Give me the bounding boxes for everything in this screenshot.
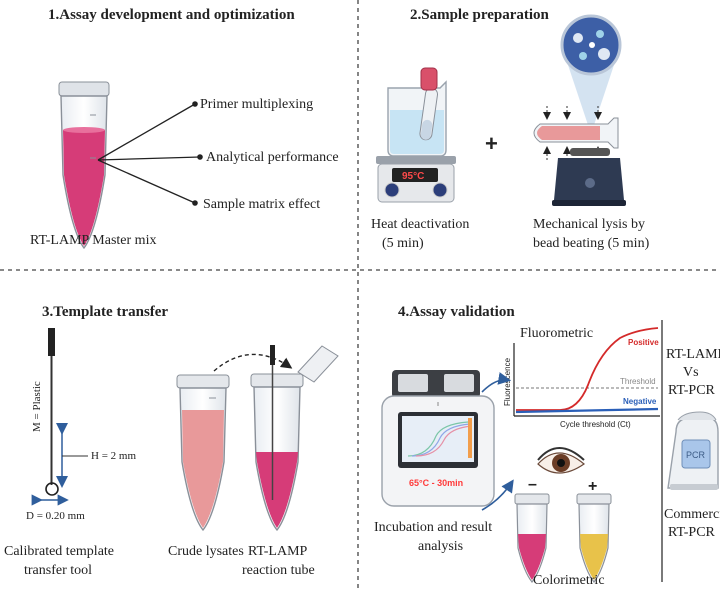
commercial-label-line2: RT-PCR xyxy=(668,525,716,540)
branch-lines xyxy=(97,103,201,204)
positive-curve xyxy=(516,327,659,411)
instrument-display-text: 65°C - 30min xyxy=(409,478,463,488)
compare-vs: Vs xyxy=(683,365,699,380)
mech-label-line2: bead beating (5 min) xyxy=(533,236,650,251)
heat-label-line1: Heat deactivation xyxy=(371,217,469,232)
diameter-label: D = 0.20 mm xyxy=(26,510,85,522)
mech-label-line1: Mechanical lysis by xyxy=(533,217,645,232)
master-mix-tube xyxy=(58,81,110,250)
fluorescence-plot xyxy=(513,327,660,417)
panel3-title: 3.Template transfer xyxy=(42,304,168,320)
compare-rtpcr: RT-PCR xyxy=(668,383,716,398)
incubation-label-line1: Incubation and result xyxy=(374,520,492,535)
panel-assay-validation: 4.Assay validation Fluorometric Fluoresc… xyxy=(374,304,720,588)
fluorometric-title: Fluorometric xyxy=(520,326,593,341)
eye-illustration xyxy=(537,447,585,474)
negative-color-tube xyxy=(514,493,550,583)
transfer-tool xyxy=(31,328,88,506)
item-sample-matrix-effect: Sample matrix effect xyxy=(203,197,320,212)
item-primer-multiplexing: Primer multiplexing xyxy=(200,97,313,112)
commercial-label-line1: Commercial xyxy=(664,507,720,522)
panel-sample-preparation: 2.Sample preparation 95°C + xyxy=(371,7,650,251)
y-axis-label: Fluorescence xyxy=(503,357,512,406)
panel4-title: 4.Assay validation xyxy=(398,304,515,320)
pcr-screen-text: PCR xyxy=(686,450,706,460)
incubator-instrument xyxy=(381,370,495,507)
negative-label: Negative xyxy=(623,397,657,406)
crude-lysate-tube xyxy=(176,374,230,532)
reaction-tube-label-line2: reaction tube xyxy=(242,563,315,578)
pcr-machine xyxy=(667,411,719,490)
tool-label-line2: transfer tool xyxy=(24,563,92,578)
reaction-tube xyxy=(250,345,339,532)
crude-lysates-label: Crude lysates xyxy=(168,544,244,559)
branch-dot xyxy=(192,101,198,107)
material-label: M = Plastic xyxy=(31,381,43,432)
plus-sign: + xyxy=(485,131,498,156)
reaction-tube-label-line1: RT-LAMP xyxy=(248,544,308,559)
branch-dot xyxy=(197,154,203,160)
positive-sign: + xyxy=(588,478,597,495)
panel1-title: 1.Assay development and optimization xyxy=(48,7,295,23)
panel-template-transfer: 3.Template transfer M = Plastic H = 2 mm… xyxy=(4,304,339,578)
tool-label-line1: Calibrated template xyxy=(4,544,114,559)
arrow-to-plot xyxy=(481,372,512,393)
arrow-to-tubes xyxy=(481,479,514,511)
branch-dot xyxy=(192,200,198,206)
incubation-label-line2: analysis xyxy=(418,539,463,554)
compare-rtlamp: RT-LAMP xyxy=(666,347,720,362)
item-analytical-performance: Analytical performance xyxy=(206,150,339,165)
heat-block-illustration xyxy=(376,67,456,203)
temperature-display: 95°C xyxy=(402,171,424,182)
negative-curve xyxy=(515,407,659,414)
transfer-arrow xyxy=(213,353,293,372)
x-axis-label: Cycle threshold (Ct) xyxy=(560,420,631,429)
colorimetric-label: Colorimetric xyxy=(533,573,605,588)
heat-label-line2: (5 min) xyxy=(382,236,424,251)
negative-sign: – xyxy=(528,476,537,493)
positive-color-tube xyxy=(576,493,612,583)
panel-assay-development: 1.Assay development and optimization RT-… xyxy=(30,7,339,250)
height-label: H = 2 mm xyxy=(91,450,136,462)
bead-beater-illustration xyxy=(533,14,626,206)
positive-label: Positive xyxy=(628,338,659,347)
master-mix-label: RT-LAMP Master mix xyxy=(30,233,156,248)
panel2-title: 2.Sample preparation xyxy=(410,7,550,23)
threshold-label: Threshold xyxy=(620,377,656,386)
